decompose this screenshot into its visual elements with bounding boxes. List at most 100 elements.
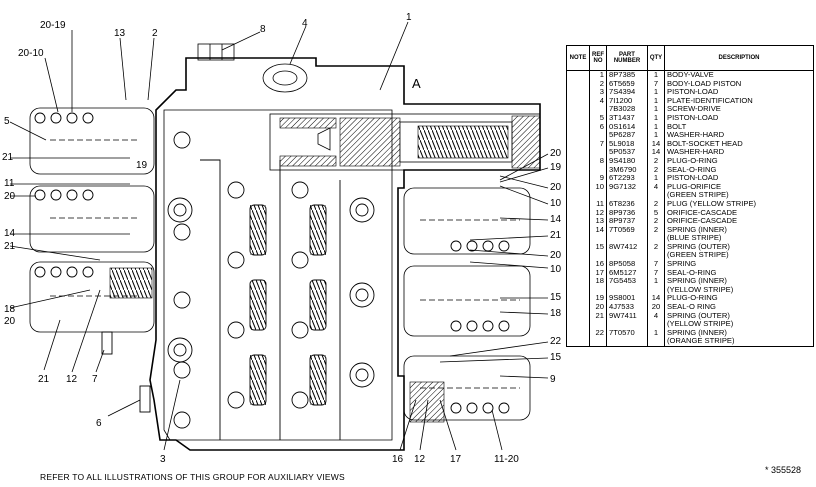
- cell-note: [566, 88, 590, 97]
- cell-description: SPRING (OUTER): [664, 311, 814, 321]
- cell-ref-no: 7: [589, 139, 607, 149]
- illustration-reference-code: * 355528: [765, 465, 802, 475]
- callout-20-right-3: 20: [550, 250, 562, 261]
- cell-note: [566, 251, 590, 261]
- cell-description: SEAL-O-RING: [664, 268, 814, 278]
- cell-note: [566, 260, 590, 269]
- cell-note: [566, 277, 590, 286]
- cell-description: (BLUE STRIPE): [664, 234, 814, 243]
- cell-note: [566, 174, 590, 183]
- callout-10-right-1: 10: [550, 198, 562, 209]
- cell-ref-no: 8: [589, 156, 607, 166]
- cell-description: SEAL-O RING: [664, 302, 814, 312]
- cell-ref-no: [589, 337, 607, 348]
- internal-ports: [167, 131, 375, 440]
- cell-description: SPRING (OUTER): [664, 242, 814, 252]
- cell-ref-no: 15: [589, 242, 607, 252]
- cell-note: [566, 122, 590, 132]
- cell-note: [566, 131, 590, 140]
- cell-part-number: [606, 337, 648, 348]
- cell-description: PISTON-LOAD: [664, 113, 814, 123]
- cell-note: [566, 303, 590, 312]
- cell-note: [566, 199, 590, 209]
- cell-ref-no: 6: [589, 122, 607, 132]
- leader-lines: [9, 21, 549, 451]
- cell-description: PLUG-O-RING: [664, 294, 814, 304]
- cell-note: [566, 328, 590, 338]
- callout-7: 7: [92, 374, 98, 385]
- callout-20-left-2: 20: [4, 316, 16, 327]
- cell-ref-no: 10: [589, 182, 607, 192]
- cell-part-number: 8W7412: [606, 242, 648, 252]
- cell-qty: 1: [647, 328, 665, 338]
- callout-4: 4: [302, 18, 308, 29]
- cell-qty: 1: [647, 277, 665, 286]
- cell-note: [566, 70, 590, 80]
- cell-description: (YELLOW STRIPE): [664, 320, 814, 329]
- callout-14-left: 14: [4, 228, 16, 239]
- cell-description: PISTON-LOAD: [664, 174, 814, 183]
- cell-qty: [647, 337, 665, 348]
- header-qty: QTY: [647, 45, 665, 71]
- cell-note: [566, 294, 590, 304]
- cell-note: [566, 105, 590, 114]
- cell-ref-no: 4: [589, 96, 607, 106]
- cell-description: SPRING: [664, 259, 814, 269]
- cell-ref-no: 22: [589, 328, 607, 338]
- callout-13: 13: [114, 28, 126, 39]
- callout-A: A: [412, 76, 421, 91]
- parts-list-table: NOTE REF NO PART NUMBER QTY DESCRIPTION …: [566, 45, 814, 348]
- cell-ref-no: 18: [589, 277, 607, 286]
- spring-hatch-marks: [250, 205, 326, 405]
- left-piston-bank: [29, 107, 155, 333]
- cell-description: SPRING (INNER): [664, 328, 814, 338]
- callout-17: 17: [450, 454, 462, 465]
- cell-description: PLUG-O-RING: [664, 156, 814, 166]
- callout-21-a: 21: [2, 152, 14, 163]
- right-piston-bank: [403, 187, 531, 423]
- cell-note: [566, 285, 590, 295]
- cell-note: [566, 148, 590, 157]
- cell-part-number: 7T0570: [606, 328, 648, 338]
- table-row: (BLUE STRIPE): [566, 234, 814, 243]
- parts-table-header-row: NOTE REF NO PART NUMBER QTY DESCRIPTION: [566, 45, 814, 71]
- cell-part-number: 9G7132: [606, 182, 648, 192]
- callout-8: 8: [260, 24, 266, 35]
- cell-part-number: 7T0569: [606, 225, 648, 235]
- callout-19-left: 19: [136, 160, 148, 171]
- cell-description: ORIFICE-CASCADE: [664, 216, 814, 226]
- cell-description: PLUG (YELLOW STRIPE): [664, 199, 814, 209]
- table-row: (YELLOW STRIPE): [566, 285, 814, 295]
- header-part-number: PART NUMBER: [606, 45, 648, 71]
- callout-10-right-2: 10: [550, 264, 562, 275]
- cell-description: BODY-LOAD PISTON: [664, 79, 814, 89]
- cell-description: (ORANGE STRIPE): [664, 337, 814, 348]
- cell-note: [566, 182, 590, 192]
- callout-20-right-1: 20: [550, 148, 562, 159]
- callout-20-right-2: 20: [550, 182, 562, 193]
- cell-ref-no: 14: [589, 225, 607, 235]
- callout-20-19: 20-19: [40, 20, 66, 31]
- table-row: (GREEN STRIPE): [566, 251, 814, 261]
- callout-5: 5: [4, 116, 10, 127]
- cell-description: PLATE-IDENTIFICATION: [664, 96, 814, 106]
- cell-description: (GREEN STRIPE): [664, 251, 814, 261]
- callout-20-10: 20-10: [18, 48, 44, 59]
- callout-9: 9: [550, 374, 556, 385]
